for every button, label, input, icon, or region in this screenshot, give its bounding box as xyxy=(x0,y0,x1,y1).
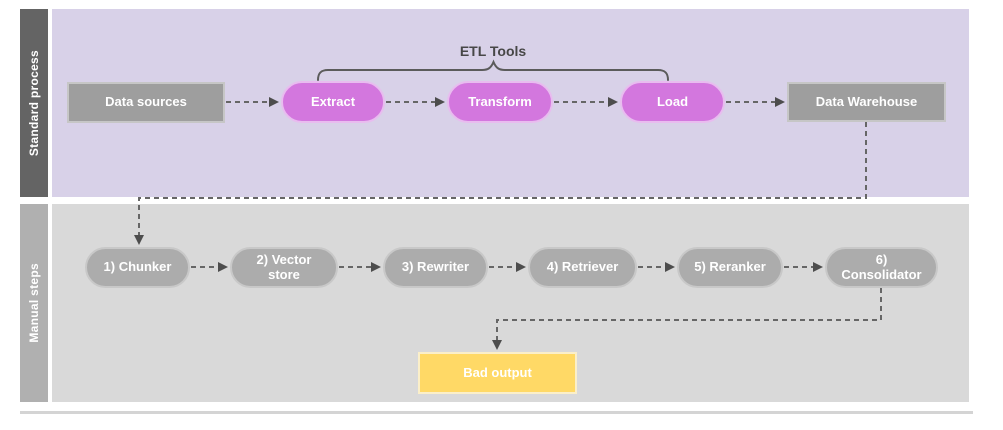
node-transform: Transform xyxy=(447,81,553,123)
node-retriever: 4) Retriever xyxy=(528,247,637,288)
node-vector-store: 2) Vector store xyxy=(230,247,338,288)
lane-label-manual-steps: Manual steps xyxy=(27,263,41,343)
node-extract: Extract xyxy=(281,81,385,123)
bottom-divider xyxy=(20,411,973,414)
node-data-warehouse: Data Warehouse xyxy=(787,82,946,122)
node-load: Load xyxy=(620,81,725,123)
node-data-sources: Data sources xyxy=(67,82,225,123)
node-rewriter: 3) Rewriter xyxy=(383,247,488,288)
node-reranker: 5) Reranker xyxy=(677,247,783,288)
etl-tools-label: ETL Tools xyxy=(459,43,527,59)
node-consolidator: 6) Consolidator xyxy=(825,247,938,288)
lane-label-standard-process: Standard process xyxy=(27,49,41,157)
node-bad-output: Bad output xyxy=(418,352,577,394)
node-chunker: 1) Chunker xyxy=(85,247,190,288)
lane-bar-standard-process: Standard process xyxy=(20,9,48,197)
lane-bar-manual-steps: Manual steps xyxy=(20,204,48,402)
